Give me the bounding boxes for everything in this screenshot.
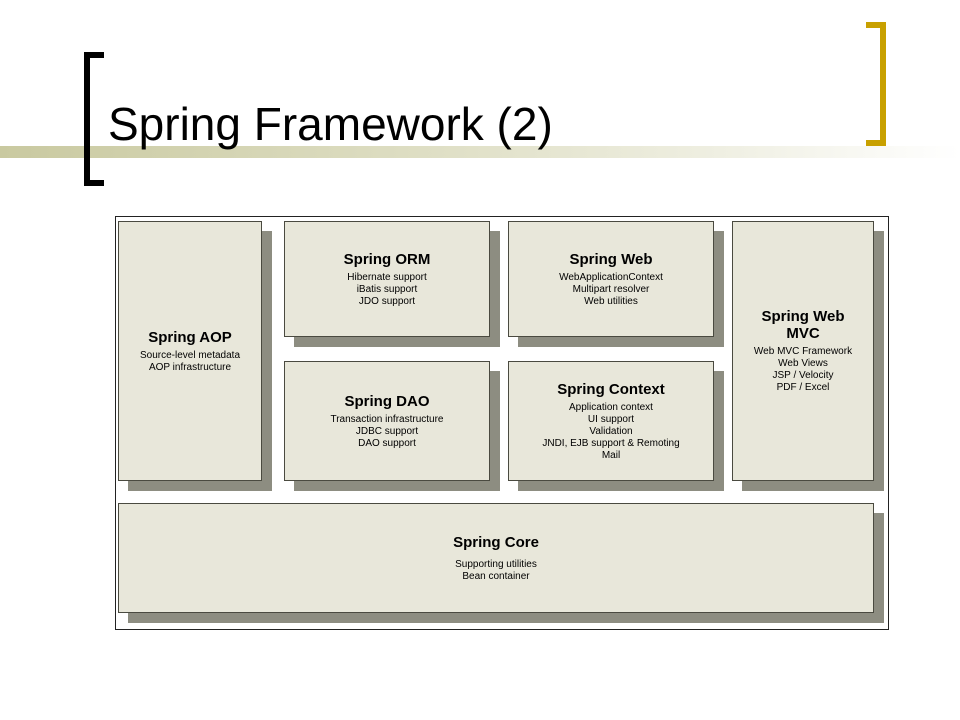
module-spring-web: Spring Web WebApplicationContext Multipa… [508, 221, 714, 337]
module-spring-dao: Spring DAO Transaction infrastructure JD… [284, 361, 490, 481]
module-item: Mail [601, 449, 621, 461]
module-title: Spring ORM [343, 250, 431, 268]
module-title: Spring Web [569, 250, 653, 268]
module-title: Spring AOP [148, 328, 232, 346]
module-spring-orm: Spring ORM Hibernate support iBatis supp… [284, 221, 490, 337]
module-item: WebApplicationContext [559, 271, 663, 283]
module-item: AOP infrastructure [148, 361, 232, 373]
module-item: Web Views [778, 358, 828, 369]
module-title-line: Spring Web [761, 308, 845, 325]
module-item: JDO support [358, 295, 416, 307]
module-item: Transaction infrastructure [330, 413, 444, 425]
module-item: Source-level metadata [139, 349, 241, 361]
module-item: iBatis support [356, 283, 418, 295]
module-item: DAO support [358, 437, 416, 449]
module-item: JNDI, EJB support & Remoting [542, 437, 680, 449]
module-item: Web MVC Framework [753, 346, 853, 357]
slide-title: Spring Framework (2) [108, 98, 553, 150]
module-item: Bean container [462, 570, 530, 582]
module-title: Spring DAO [344, 392, 430, 410]
module-item: Web utilities [584, 295, 638, 307]
module-spring-web-mvc: Spring Web MVC Web MVC Framework Web Vie… [732, 221, 874, 481]
module-item: Supporting utilities [455, 558, 537, 570]
left-bracket-decoration [84, 52, 104, 186]
spring-architecture-diagram: Spring AOP Source-level metadata AOP inf… [115, 216, 889, 630]
module-title-line: MVC [786, 325, 820, 342]
module-spring-context: Spring Context Application context UI su… [508, 361, 714, 481]
module-item: JDBC support [355, 425, 419, 437]
module-title: Spring Web MVC [761, 308, 844, 342]
module-item: UI support [587, 413, 635, 425]
module-spring-aop: Spring AOP Source-level metadata AOP inf… [118, 221, 262, 481]
module-spring-core: Spring Core Supporting utilities Bean co… [118, 503, 874, 613]
module-item: Validation [589, 425, 633, 437]
module-title: Spring Context [557, 380, 665, 398]
module-item: Application context [569, 401, 653, 413]
title-underline-band [0, 146, 960, 158]
module-item: Multipart resolver [572, 283, 650, 295]
module-item: PDF / Excel [776, 382, 830, 393]
right-bracket-decoration [866, 22, 886, 146]
module-title: Spring Core [453, 533, 539, 551]
module-item: Hibernate support [347, 271, 427, 283]
module-item: JSP / Velocity [772, 370, 834, 381]
